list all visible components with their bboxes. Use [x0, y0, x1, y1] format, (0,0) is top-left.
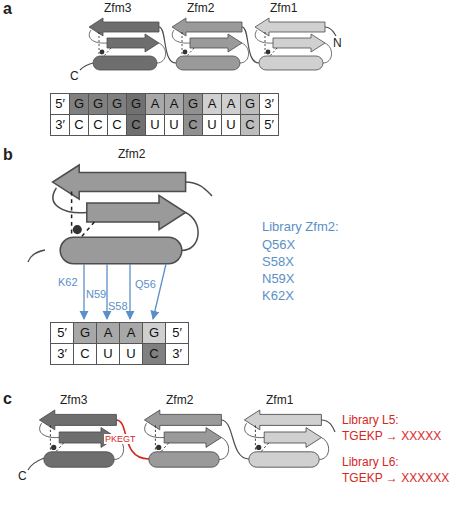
sequence-cell: A	[164, 93, 184, 115]
domain-label: Zfm3	[60, 394, 87, 408]
domain-label: Zfm2	[118, 148, 145, 162]
contact-arrows	[84, 264, 166, 319]
sequence-cell: 3′	[50, 343, 74, 365]
sequence-cell: G	[73, 322, 97, 344]
domain-label: Zfm3	[104, 2, 131, 16]
residue-label: Q56	[134, 278, 157, 291]
sequence-cell: G	[107, 93, 127, 115]
sequence-cell: C	[88, 114, 108, 136]
sequence-cell: 3′	[165, 343, 189, 365]
sequence-cell: G	[240, 93, 260, 115]
library-heading: Library Zfm2:	[262, 220, 339, 235]
zinc-finger-zfm2-large	[28, 165, 212, 264]
sequence-cell: 3′	[259, 93, 279, 115]
terminus-label: C	[70, 70, 79, 84]
domain-label: Zfm2	[187, 2, 214, 16]
panel-letter: c	[3, 390, 12, 408]
sequence-cell: G	[88, 93, 108, 115]
residue-label: S58	[108, 300, 128, 313]
linker-label: PKEGT	[104, 434, 137, 444]
sequence-cell: C	[183, 114, 203, 136]
mutation-label: Q56X	[262, 238, 295, 253]
sequence-cell: G	[142, 322, 166, 344]
mutation-label: S58X	[262, 255, 294, 270]
sequence-cell: C	[240, 114, 260, 136]
domain-label: Zfm1	[266, 394, 293, 408]
terminus-label: N	[333, 37, 342, 51]
sequence-cell: C	[73, 343, 97, 365]
domain-label: Zfm2	[166, 394, 193, 408]
sequence-cell: 3′	[50, 114, 70, 136]
sequence-cell: A	[221, 93, 241, 115]
sequence-cell: 5′	[259, 114, 279, 136]
sequence-cell: 5′	[165, 322, 189, 344]
sequence-cell: 5′	[50, 322, 74, 344]
sequence-cell: G	[69, 93, 89, 115]
sequence-cell: A	[119, 322, 143, 344]
sequence-cell: C	[69, 114, 89, 136]
panel-letter: b	[3, 146, 13, 164]
sequence-cell: U	[145, 114, 165, 136]
sequence-cell: G	[126, 93, 146, 115]
panel-letter: a	[3, 0, 12, 18]
sequence-cell: U	[119, 343, 143, 365]
mutation-label: N59X	[262, 272, 295, 287]
sequence-cell: U	[164, 114, 184, 136]
sequence-cell: A	[96, 322, 120, 344]
library-heading: Library L5:	[342, 414, 399, 428]
zinc-finger-chain-a	[80, 18, 336, 70]
sequence-cell: C	[142, 343, 166, 365]
terminus-label: C	[18, 470, 27, 484]
domain-label: Zfm1	[270, 2, 297, 16]
sequence-cell: A	[145, 93, 165, 115]
residue-label: N59	[86, 288, 106, 301]
sequence-cell: 5′	[50, 93, 70, 115]
sequence-cell: U	[221, 114, 241, 136]
sequence-cell: U	[202, 114, 222, 136]
library-heading: Library L6:	[342, 456, 399, 470]
residue-label: K62	[58, 276, 78, 289]
sequence-cell: A	[202, 93, 222, 115]
zinc-finger-chain-c	[28, 410, 335, 470]
library-sequence: TGEKP → XXXXXX	[342, 472, 449, 486]
sequence-cell: C	[107, 114, 127, 136]
sequence-cell: G	[183, 93, 203, 115]
sequence-cell: C	[126, 114, 146, 136]
library-sequence: TGEKP → XXXXX	[342, 430, 441, 444]
sequence-cell: U	[96, 343, 120, 365]
mutation-label: K62X	[262, 289, 294, 304]
